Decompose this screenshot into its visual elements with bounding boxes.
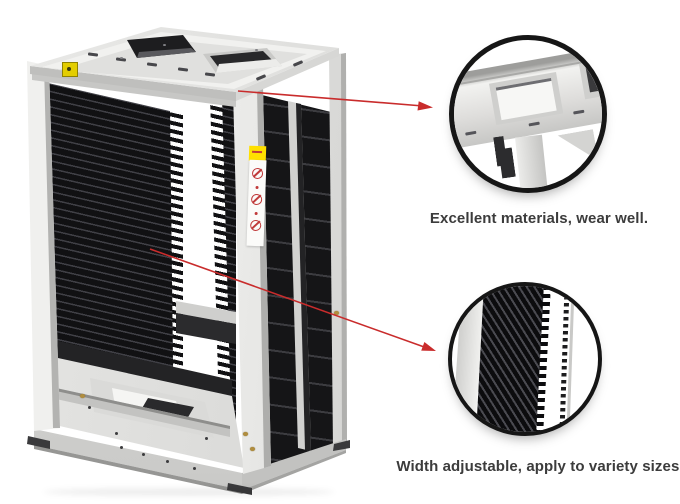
screw-hole [115,432,118,435]
zoomed-cutout-rim [489,71,564,126]
yellow-corner-label [62,62,78,77]
slash-mark [252,168,262,178]
gold-screw [250,447,255,451]
zoomed-corner-bracket [493,135,516,179]
slash-mark [250,220,260,230]
vent-slot [465,130,477,136]
caption-materials: Excellent materials, wear well. [429,210,649,227]
gold-screw [80,394,85,398]
screw-hole [163,44,166,46]
zoomed-cutout-hole [495,77,557,121]
screw-hole [120,57,123,59]
label-text-mark [252,150,263,154]
detail-callout-comb-slots [448,282,602,436]
gold-screw [243,432,248,436]
prohibition-icon [250,193,263,206]
vent-slot [573,109,585,115]
label-dot [67,67,71,71]
detail-callout-top-frame [449,35,607,193]
screw-hole [120,446,123,449]
screw-hole [166,460,169,463]
vent-slot [528,121,540,127]
screw-hole [88,406,91,409]
ground-shadow [44,488,334,496]
gold-screw [334,311,339,315]
prohibition-icon [250,219,262,232]
prohibition-icon [251,167,264,180]
label-dot [255,185,259,190]
caption-width-adjustable: Width adjustable, apply to variety sizes… [396,458,680,475]
screw-hole [205,437,208,440]
screw-hole [142,453,145,456]
label-dot [254,211,258,216]
slash-mark [251,194,261,204]
screw-hole [193,467,196,470]
zoomed-pillar [515,134,548,188]
screw-hole [255,49,258,51]
prohibition-label [246,159,267,247]
zoomed-comb-panel [475,286,547,432]
